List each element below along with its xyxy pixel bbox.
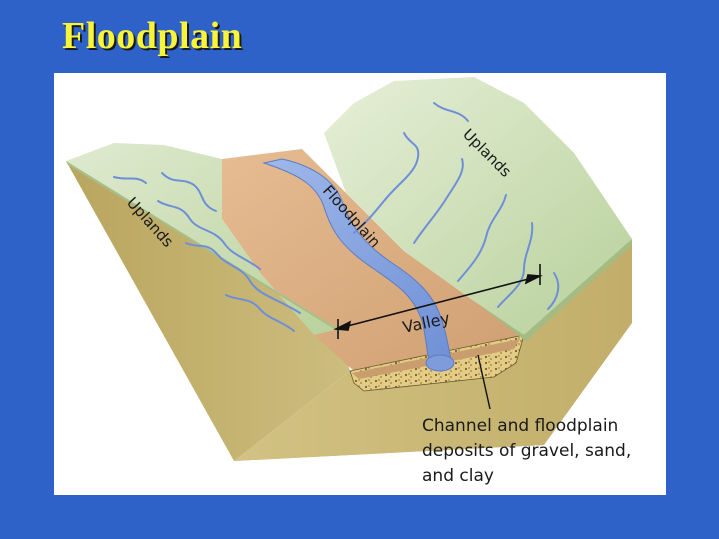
caption-line-2: deposits of gravel, sand, bbox=[422, 441, 631, 461]
right-streams bbox=[353, 102, 560, 310]
caption-line-3: and clay bbox=[422, 466, 494, 486]
left-block-side bbox=[66, 161, 350, 461]
right-uplands bbox=[324, 77, 632, 335]
valley-indicator bbox=[333, 264, 543, 339]
slide-title: Floodplain bbox=[62, 15, 243, 57]
deposits-leader bbox=[477, 354, 491, 410]
floodplain-diagram: Uplands Uplands Floodplain Valley Channe… bbox=[54, 73, 666, 495]
left-streams bbox=[113, 172, 301, 332]
caption-line-1: Channel and floodplain bbox=[422, 416, 618, 436]
